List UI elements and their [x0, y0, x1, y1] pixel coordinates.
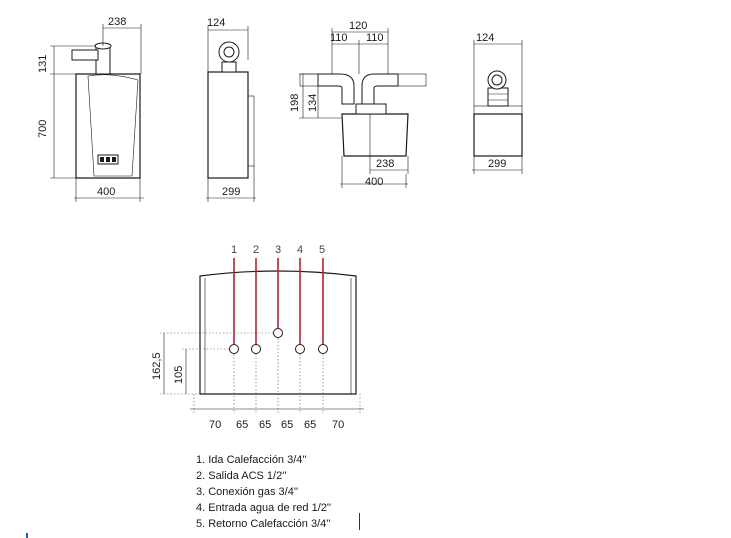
rear-boiler-body [473, 113, 523, 157]
connection-number-2: 2 [253, 244, 259, 256]
legend-item-5: 5. Retorno Calefacción 3/4'' [196, 518, 331, 530]
front-depth-dim: 238 [108, 16, 126, 28]
connection-port-5 [318, 344, 328, 354]
side-top-dim: 124 [207, 17, 225, 29]
flue-inner-dim: 134 [307, 94, 319, 112]
connections-height-inner-dim: 105 [173, 366, 185, 384]
spacing-dim-5: 65 [304, 419, 316, 431]
front-flue-dim: 131 [37, 55, 49, 73]
legend-item-4: 4. Entrada agua de red 1/2'' [196, 502, 332, 514]
flue-right-dim: 110 [366, 32, 384, 44]
connections-view: 1 2 3 4 5 162,5 105 7 [151, 244, 364, 431]
flue-width-dim: 400 [365, 176, 383, 188]
flue-boiler-body [341, 113, 409, 157]
legend-item-3: 3. Conexión gas 3/4'' [196, 486, 299, 498]
connection-number-3: 3 [275, 244, 281, 256]
connection-port-4 [295, 344, 305, 354]
connections-height-outer-dim: 162,5 [151, 352, 163, 380]
connection-number-1: 1 [231, 244, 237, 256]
flue-left-elbow [317, 73, 355, 105]
flue-view: 120 110 110 198 134 238 400 [289, 20, 427, 188]
front-view: 238 131 700 400 [37, 16, 144, 202]
side-boiler-body [207, 71, 249, 179]
flue-depth-dim: 238 [376, 158, 394, 170]
rear-depth-dim: 299 [488, 158, 506, 170]
flue-right-elbow [361, 73, 399, 105]
rear-view: 124 299 [472, 32, 523, 174]
front-width-dim: 400 [97, 186, 115, 198]
spacing-dim-2: 65 [236, 419, 248, 431]
legend-item-2: 2. Salida ACS 1/2'' [196, 470, 287, 482]
flue-total-dim: 120 [349, 20, 367, 32]
side-depth-dim: 299 [222, 186, 240, 198]
connection-number-4: 4 [297, 244, 303, 256]
front-height-dim: 700 [37, 120, 49, 138]
corner-mark [26, 533, 28, 538]
spacing-dim-4: 65 [281, 419, 293, 431]
legend-item-1: 1. Ida Calefacción 3/4'' [196, 454, 307, 466]
spacing-dim-1: 70 [209, 419, 221, 431]
connection-port-3 [273, 328, 283, 338]
flue-left-dim: 110 [330, 32, 348, 44]
spacing-dim-3: 65 [259, 419, 271, 431]
connection-port-1 [229, 344, 239, 354]
text-cursor [359, 513, 360, 530]
connection-number-5: 5 [319, 244, 325, 256]
spacing-dim-6: 70 [332, 419, 344, 431]
connections-legend: 1. Ida Calefacción 3/4'' 2. Salida ACS 1… [196, 452, 331, 532]
rear-top-dim: 124 [476, 32, 494, 44]
flue-height-dim: 198 [289, 94, 301, 112]
side-view: 124 299 [206, 17, 256, 202]
connection-port-2 [251, 344, 261, 354]
